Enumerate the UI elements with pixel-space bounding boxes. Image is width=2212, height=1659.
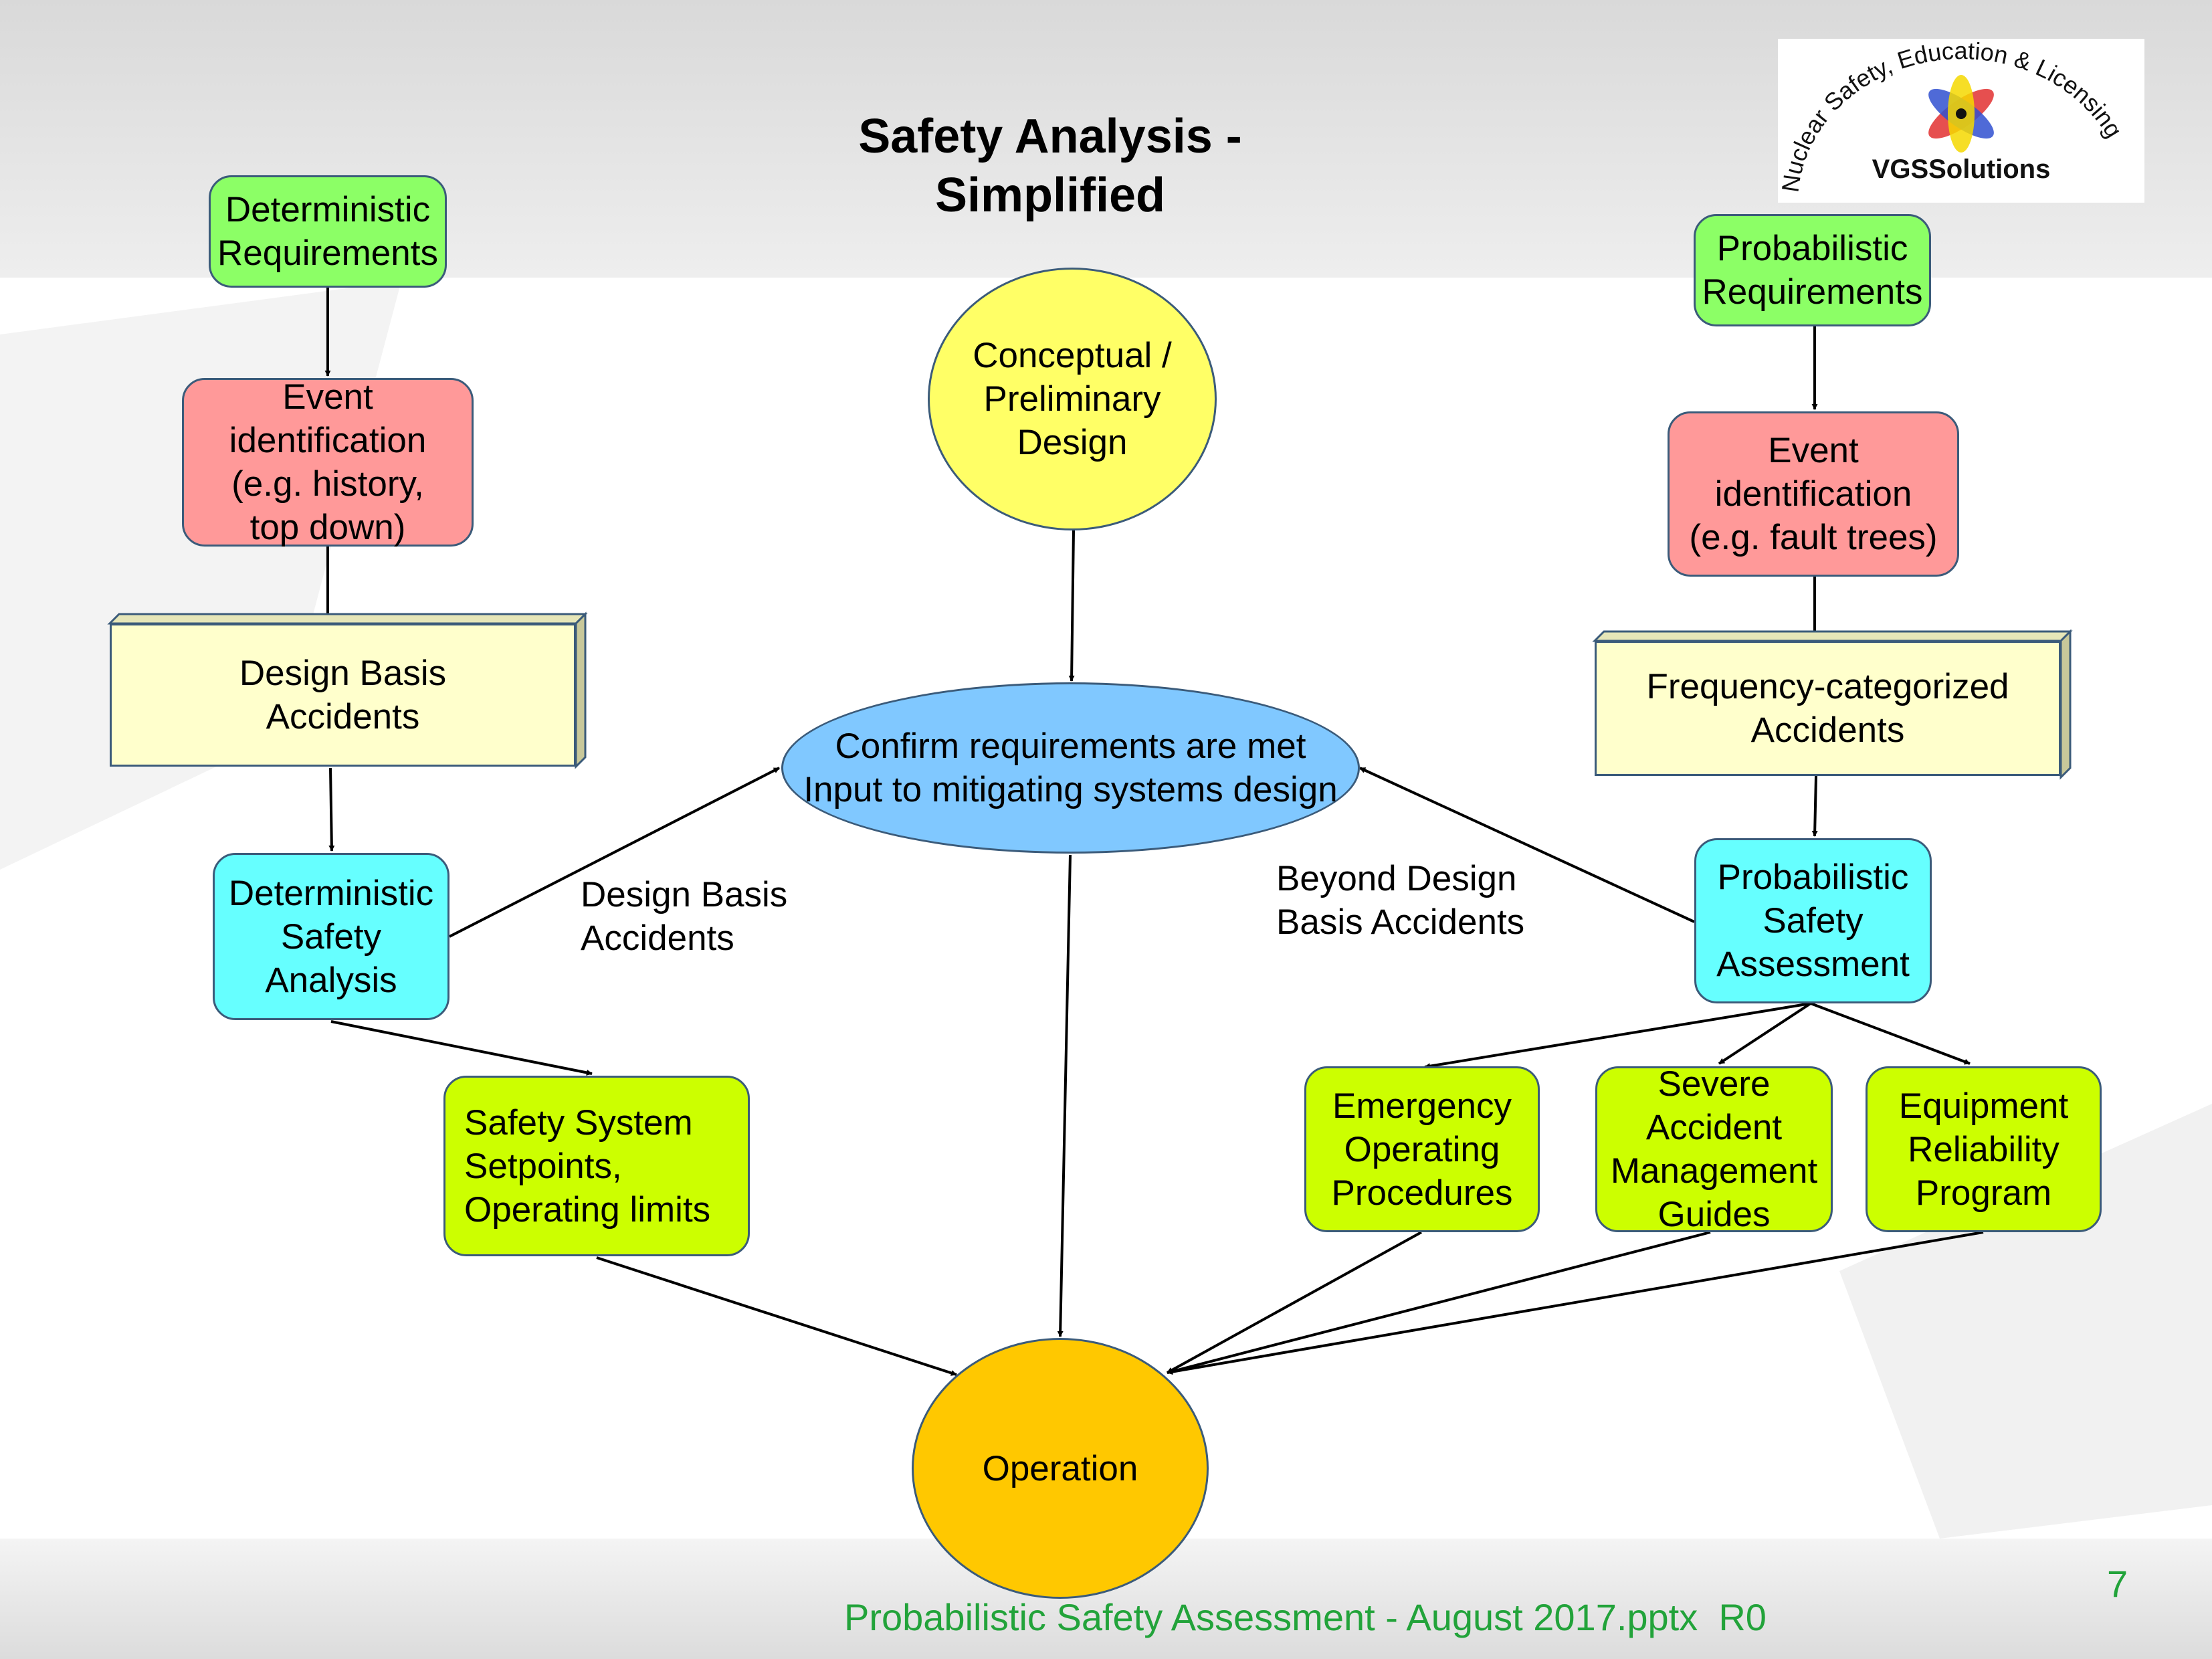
arrows [324,288,1984,1376]
deterministic-requirements-node: Deterministic Requirements [209,175,447,288]
arrow-setpoints-to-operation [596,1256,957,1376]
arrow-psa-to-confirm [1359,767,1695,923]
design-basis-accidents-node: Design Basis Accidents [110,623,576,767]
probabilistic-requirements-node: Probabilistic Requirements [1694,214,1931,326]
freq-box-side-edge [2059,629,2072,780]
arrow-psa-to-samg [1718,1002,1812,1065]
arrow-erp-to-operation [1167,1231,1984,1375]
arrow-dsa-to-confirm [449,767,780,938]
slide-title: Safety Analysis - Simplified [858,110,1242,222]
atom-icon [1928,75,1994,153]
deterministic-safety-analysis-node: Deterministic Safety Analysis [213,853,449,1020]
conceptual-design-node: Conceptual / Preliminary Design [928,268,1217,530]
arrow-psa-to-eop [1424,1002,1811,1070]
confirm-requirements-node: Confirm requirements are met Input to mi… [781,682,1360,854]
frequency-categorized-accidents-node: Frequency-categorized Accidents [1595,641,2061,776]
arrow-conceptual-to-confirm [1068,530,1075,682]
severe-accident-management-guides-node: Severe Accident Management Guides [1595,1064,1833,1234]
arrow-dsa-to-setpoints [330,1020,593,1076]
event-identification-left-node: Event identification (e.g. history, top … [182,377,474,547]
probabilistic-safety-assessment-node: Probabilistic Safety Assessment [1694,838,1932,1003]
dba-box-top-edge [107,613,588,625]
freq-box-top-edge [1592,630,2073,642]
arrow-confirm-to-operation [1057,854,1072,1337]
decor-shape [1839,1104,2212,1539]
event-identification-right-node: Event identification (e.g. fault trees) [1668,411,1959,577]
arrow-psa-to-erp [1810,1002,1971,1065]
dba-box-side-edge [575,611,587,769]
equipment-reliability-program-node: Equipment Reliability Program [1866,1066,2102,1232]
decor-shape [0,281,401,870]
operation-node: Operation [912,1338,1209,1599]
page-number: 7 [2107,1563,2128,1605]
arrow-freq-to-psa [1811,775,1818,837]
footer-text: Probabilistic Safety Assessment - August… [844,1596,1767,1638]
edge-label-beyond-design-basis: Beyond Design Basis Accidents [1276,859,1525,942]
company-logo: Nuclear Safety, Education & Licensing VG… [1776,37,2144,203]
edge-label-design-basis: Design Basis Accidents [581,875,788,958]
arrow-dba-to-dsa [328,767,335,852]
emergency-operating-procedures-node: Emergency Operating Procedures [1304,1066,1540,1232]
arrow-samg-to-operation [1167,1231,1711,1375]
logo-brand: VGSSolutions [1872,155,2051,184]
arrow-eop-to-operation [1167,1231,1422,1374]
safety-system-setpoints-node: Safety System Setpoints, Operating limit… [443,1076,750,1256]
